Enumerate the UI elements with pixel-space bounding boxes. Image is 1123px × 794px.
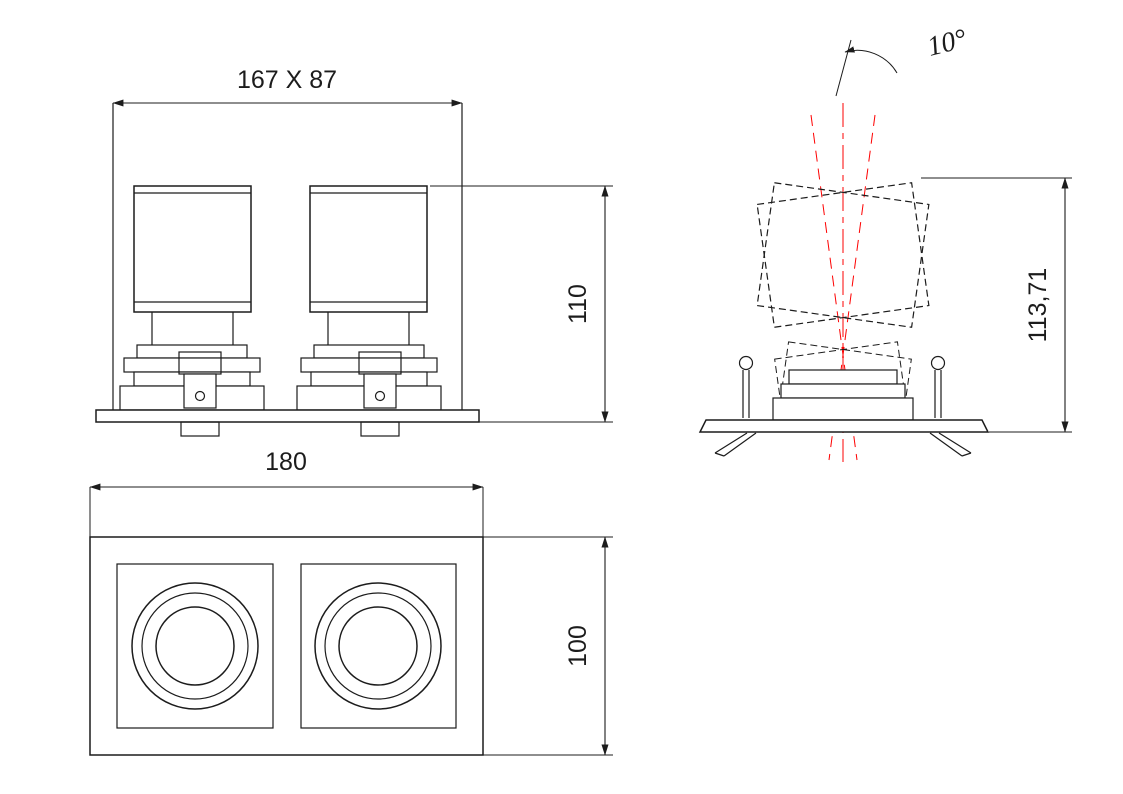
plan-outer-frame (89, 536, 484, 756)
side-lamp-position-a (756, 182, 930, 328)
front-view: 167 X 87 (95, 66, 613, 437)
dim-label-plan-width: 180 (265, 448, 307, 476)
dim-label-side-height: 113,71 (1024, 268, 1052, 343)
dim-label-front-height: 110 (564, 284, 592, 324)
plan-aperture-right (300, 563, 457, 729)
dim-ext-plan-width (89, 487, 484, 537)
plan-lamp-right-rings (314, 582, 442, 710)
side-gimbal-body (772, 369, 914, 421)
dim-ext-plan-height (483, 536, 613, 756)
side-lamp-position-b (756, 182, 930, 328)
front-lamp-cap-lines (134, 192, 427, 303)
dim-ext-front-height (430, 185, 613, 423)
dim-label-plan-height: 100 (564, 625, 592, 667)
plan-view: 180 100 (89, 448, 613, 756)
front-clip-right (358, 351, 402, 437)
side-angle-arc (844, 46, 898, 74)
plan-aperture-left (116, 563, 274, 729)
side-spring-wing-left (714, 432, 757, 457)
front-lamp-stems (151, 312, 410, 345)
side-tilt-axis-line (835, 39, 852, 97)
dim-ext-side-height (921, 177, 1072, 433)
dim-label-front-width: 167 X 87 (237, 66, 337, 94)
front-lamp-left-body (133, 185, 252, 313)
front-trim-plate (95, 409, 480, 423)
side-mount-posts (738, 355, 946, 418)
plan-lamp-left-rings (131, 582, 259, 710)
front-clip-left (178, 351, 222, 437)
side-trim-plate (698, 419, 990, 433)
front-housing-outline (112, 103, 463, 410)
side-spring-wing-right (929, 432, 972, 457)
side-view: 10° 113,71 (698, 23, 1072, 462)
dim-label-tilt-angle: 10° (924, 23, 970, 63)
front-lamp-right-body (309, 185, 428, 313)
